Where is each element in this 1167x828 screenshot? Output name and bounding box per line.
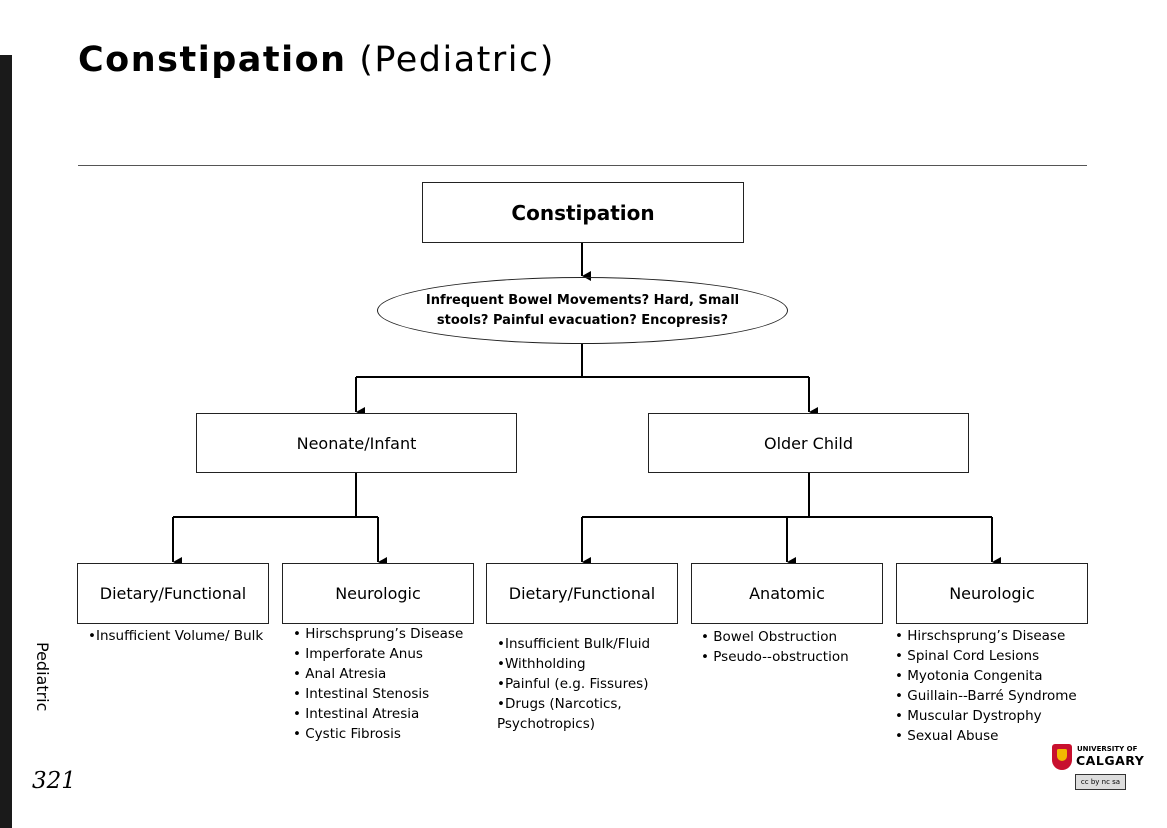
- list-item: • Myotonia Congenita: [895, 668, 1043, 684]
- left-accent-bar: [0, 55, 12, 828]
- list-item: • Anal Atresia: [293, 666, 387, 682]
- title-main: Constipation: [78, 40, 347, 80]
- list-item: • Sexual Abuse: [895, 728, 999, 744]
- older-neurologic-list: • Hirschsprung’s Disease • Spinal Cord L…: [895, 626, 1095, 746]
- list-item: •Withholding: [497, 656, 586, 672]
- branch-label: Older Child: [763, 433, 854, 453]
- older-dietary-functional: Dietary/Functional: [486, 563, 678, 624]
- list-item: • Imperforate Anus: [293, 646, 423, 662]
- list-item: • Intestinal Stenosis: [293, 686, 430, 702]
- list-item: •Painful (e.g. Fissures): [497, 676, 649, 692]
- list-item: • Spinal Cord Lesions: [895, 648, 1040, 664]
- university-logo: UNIVERSITY OF CALGARY cc by nc sa: [1050, 742, 1144, 794]
- question-label: Infrequent Bowel Movements? Hard, Small …: [425, 292, 740, 328]
- list-item: •Insufficient Volume/ Bulk: [88, 628, 264, 644]
- creative-commons-icon: cc by nc sa: [1075, 774, 1126, 790]
- list-item: • Hirschsprung’s Disease: [293, 626, 464, 642]
- list-item: • Cystic Fibrosis: [293, 726, 401, 742]
- older-dietary-list: •Insufficient Bulk/Fluid •Withholding •P…: [497, 634, 682, 734]
- category-label: Neurologic: [949, 584, 1035, 603]
- neonate-neurologic: Neurologic: [282, 563, 474, 624]
- category-label: Anatomic: [749, 584, 825, 603]
- neonate-dietary-functional: Dietary/Functional: [77, 563, 269, 624]
- older-anatomic: Anatomic: [691, 563, 883, 624]
- page-number: 321: [32, 768, 76, 794]
- crest-icon: [1052, 744, 1072, 770]
- question-node: Infrequent Bowel Movements? Hard, Small …: [377, 277, 788, 344]
- list-item: • Bowel Obstruction: [701, 629, 838, 645]
- page-title: Constipation (Pediatric): [78, 40, 555, 80]
- older-neurologic: Neurologic: [896, 563, 1088, 624]
- list-item: •Insufficient Bulk/Fluid: [497, 636, 651, 652]
- root-node: Constipation: [422, 182, 744, 243]
- list-item: • Guillain--Barré Syndrome: [895, 688, 1077, 704]
- list-item: •Drugs (Narcotics, Psychotropics): [497, 696, 622, 732]
- logo-line2: CALGARY: [1076, 753, 1145, 768]
- branch-neonate-infant: Neonate/Infant: [196, 413, 517, 473]
- list-item: • Pseudo--obstruction: [701, 649, 849, 665]
- list-item: • Muscular Dystrophy: [895, 708, 1042, 724]
- title-divider: [78, 165, 1087, 166]
- older-anatomic-list: • Bowel Obstruction • Pseudo--obstructio…: [701, 627, 881, 667]
- branch-older-child: Older Child: [648, 413, 969, 473]
- category-label: Dietary/Functional: [508, 584, 656, 603]
- list-item: • Hirschsprung’s Disease: [895, 628, 1066, 644]
- title-qualifier: (Pediatric): [359, 40, 555, 80]
- neonate-neurologic-list: • Hirschsprung’s Disease • Imperforate A…: [293, 624, 483, 744]
- list-item: • Intestinal Atresia: [293, 706, 420, 722]
- section-label: Pediatric: [33, 642, 52, 712]
- root-label: Constipation: [511, 200, 655, 225]
- logo-line1: UNIVERSITY OF: [1077, 745, 1138, 753]
- neonate-dietary-list: •Insufficient Volume/ Bulk: [88, 626, 268, 646]
- category-label: Dietary/Functional: [99, 584, 247, 603]
- category-label: Neurologic: [335, 584, 421, 603]
- branch-label: Neonate/Infant: [296, 433, 417, 453]
